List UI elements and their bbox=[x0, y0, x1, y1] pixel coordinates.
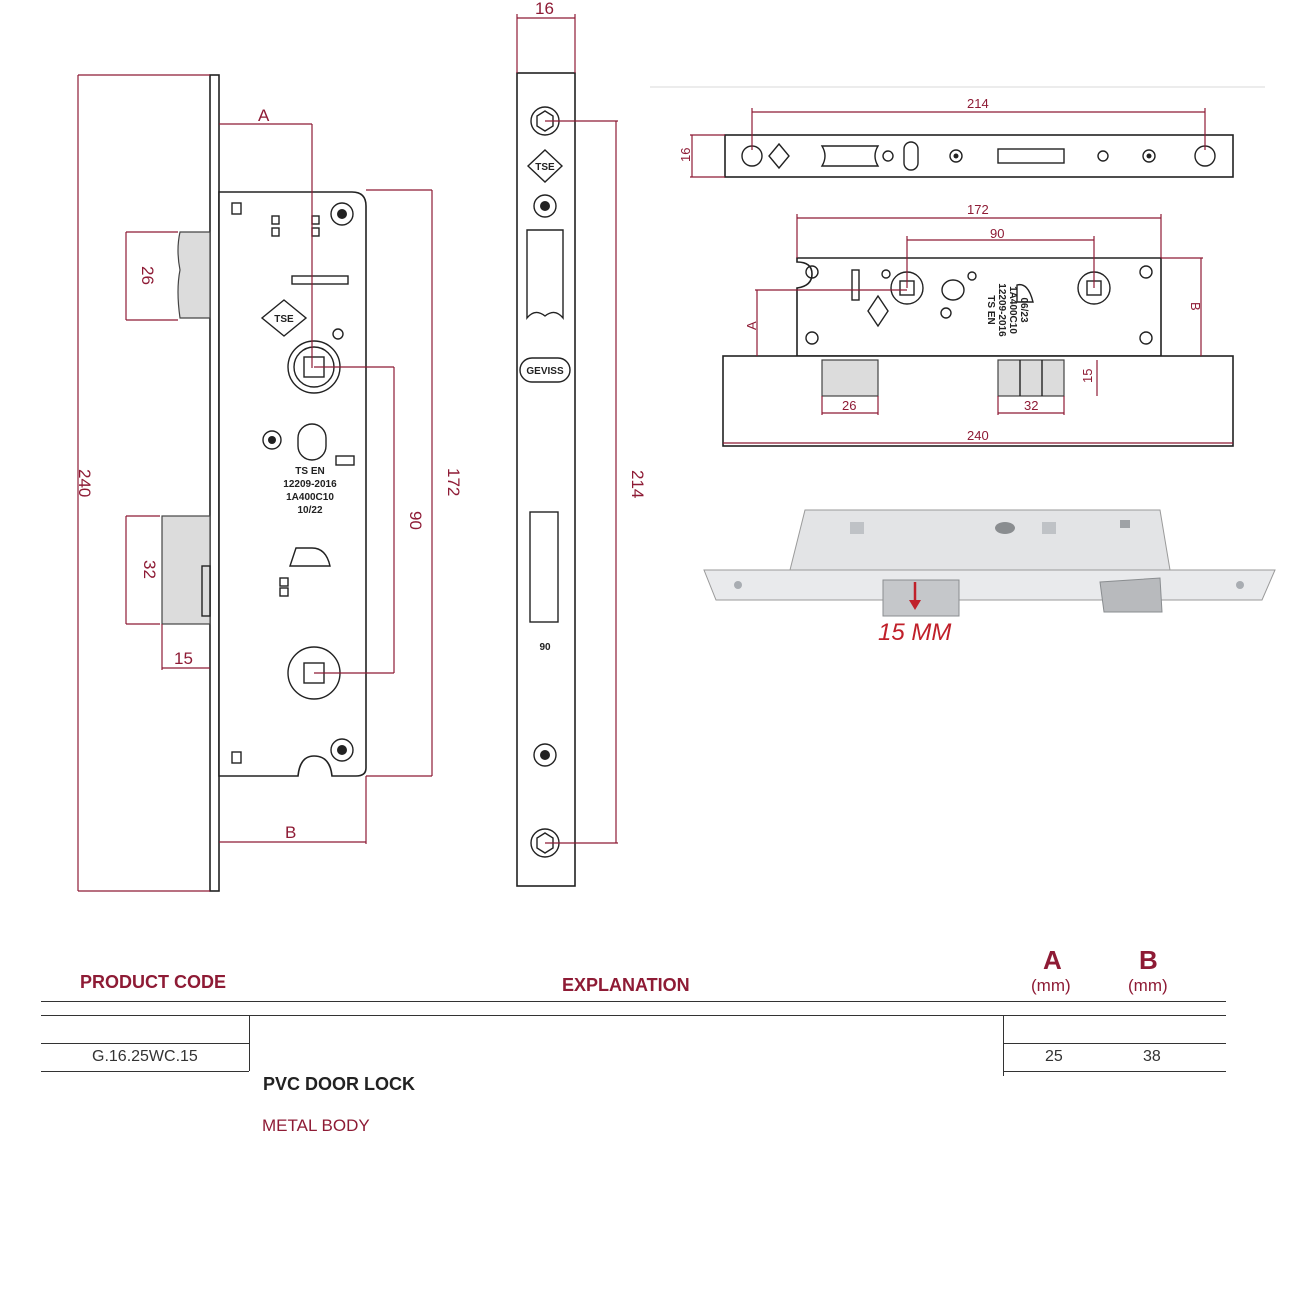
faceplate-tse-logo-icon: TSE bbox=[526, 149, 564, 183]
svg-text:16: 16 bbox=[535, 0, 554, 18]
side-screw-bottom-icon bbox=[330, 738, 354, 762]
table-top-rule bbox=[41, 1015, 1226, 1016]
side-deadbolt bbox=[161, 515, 211, 625]
svg-text:15: 15 bbox=[174, 649, 193, 668]
side-screw-top-icon bbox=[330, 202, 354, 226]
svg-text:90: 90 bbox=[406, 511, 425, 530]
faceplate-latch-opening bbox=[526, 229, 564, 320]
lock-photo: 15 MM bbox=[703, 509, 1276, 646]
svg-text:TSE: TSE bbox=[535, 162, 555, 173]
top-case-dimensions: 172 90 A B 26 32 15 240 bbox=[723, 202, 1233, 444]
svg-text:1A400C10: 1A400C10 bbox=[1007, 286, 1018, 334]
svg-text:214: 214 bbox=[628, 470, 647, 498]
top-plate bbox=[724, 134, 1234, 178]
svg-text:TS EN: TS EN bbox=[985, 295, 996, 324]
svg-text:1A400C10: 1A400C10 bbox=[286, 492, 334, 503]
side-view: TSE TS EN 12209-2016 1A400C10 10/22 bbox=[161, 74, 367, 892]
top-plate-view bbox=[650, 86, 1265, 178]
side-cylinder-slot bbox=[297, 423, 327, 461]
faceplate-brand-badge: GEVISS bbox=[519, 357, 571, 383]
svg-text:214: 214 bbox=[967, 96, 989, 111]
top-lock-case bbox=[796, 257, 1162, 357]
svg-text:A: A bbox=[744, 321, 759, 330]
b-unit-label: (mm) bbox=[1128, 976, 1168, 995]
svg-text:B: B bbox=[1188, 302, 1203, 311]
svg-text:A: A bbox=[258, 106, 270, 125]
faceplate-view: TSE GEVISS 90 bbox=[516, 72, 576, 887]
top-plate-dimensions: 214 16 bbox=[678, 96, 1206, 178]
svg-text:90: 90 bbox=[990, 226, 1004, 241]
top-forend-plate bbox=[722, 355, 1234, 447]
svg-text:172: 172 bbox=[444, 468, 463, 496]
svg-text:172: 172 bbox=[967, 202, 989, 217]
a-value-cell: 25 bbox=[1045, 1048, 1063, 1065]
table-header-rule bbox=[41, 1001, 1226, 1002]
svg-text:GEVISS: GEVISS bbox=[526, 366, 564, 377]
svg-text:12209-2016: 12209-2016 bbox=[283, 479, 337, 490]
svg-text:10/22: 10/22 bbox=[297, 505, 322, 516]
tse-logo-icon bbox=[260, 299, 308, 337]
b-column-header: B bbox=[1139, 945, 1158, 975]
explanation-header: EXPLANATION bbox=[562, 975, 690, 995]
side-view-dimensions: 240 A 26 32 15 172 90 B bbox=[75, 74, 463, 892]
svg-text:32: 32 bbox=[1024, 398, 1038, 413]
a-column-header: A bbox=[1043, 945, 1062, 975]
svg-text:26: 26 bbox=[842, 398, 856, 413]
svg-text:15 MM: 15 MM bbox=[878, 619, 951, 646]
top-case-view: TS EN 12209-2016 1A400C10 06/23 bbox=[722, 257, 1234, 447]
svg-text:15: 15 bbox=[1080, 369, 1095, 383]
svg-text:TS EN: TS EN bbox=[295, 466, 324, 477]
product-title: PVC DOOR LOCK bbox=[263, 1074, 416, 1094]
product-code-cell: G.16.25WC.15 bbox=[92, 1048, 198, 1065]
svg-text:12209-2016: 12209-2016 bbox=[996, 283, 1007, 337]
faceplate-dimensions: 16 214 bbox=[516, 0, 647, 844]
svg-text:240: 240 bbox=[967, 428, 989, 443]
b-value-cell: 38 bbox=[1143, 1048, 1161, 1065]
svg-text:90: 90 bbox=[539, 642, 551, 653]
svg-text:240: 240 bbox=[75, 469, 94, 497]
product-subtitle: METAL BODY bbox=[262, 1116, 370, 1135]
technical-drawing: TSE TS EN 12209-2016 1A400C10 10/22 240 … bbox=[75, 0, 1276, 892]
side-lock-case bbox=[218, 191, 367, 777]
product-code-header: PRODUCT CODE bbox=[80, 972, 227, 992]
svg-text:16: 16 bbox=[678, 148, 693, 162]
svg-text:TSE: TSE bbox=[274, 314, 294, 325]
side-latch bbox=[177, 231, 211, 319]
svg-text:32: 32 bbox=[140, 560, 159, 579]
svg-text:B: B bbox=[285, 823, 296, 842]
svg-text:06/23: 06/23 bbox=[1018, 297, 1029, 322]
a-unit-label: (mm) bbox=[1031, 976, 1071, 995]
side-faceplate bbox=[209, 74, 220, 892]
faceplate-bolt-opening bbox=[529, 511, 559, 623]
svg-text:26: 26 bbox=[138, 266, 157, 285]
